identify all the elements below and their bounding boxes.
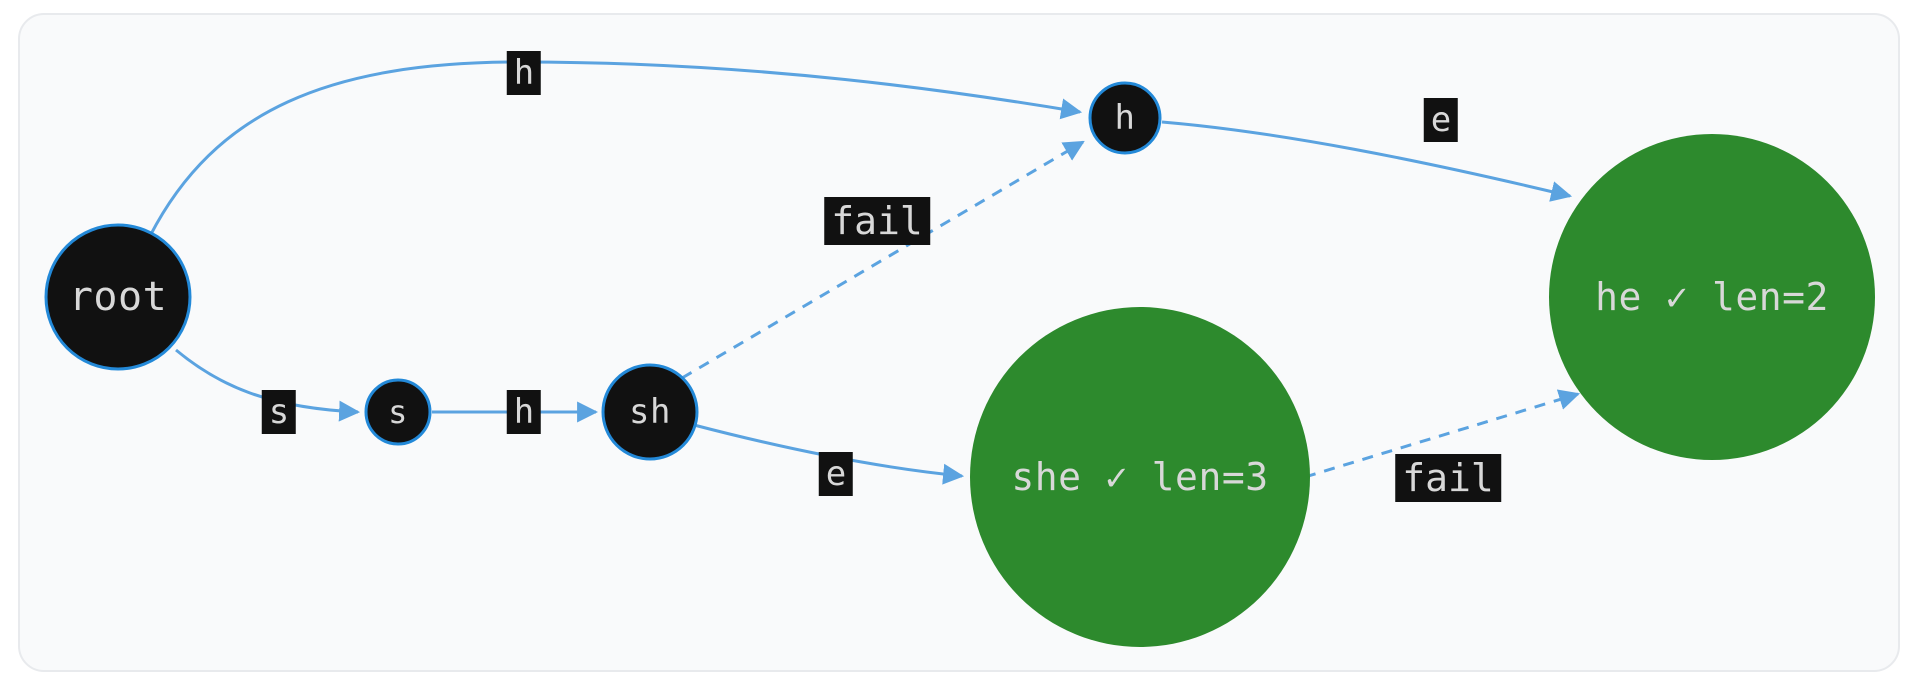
node-she[interactable] <box>970 307 1310 647</box>
edge-label-she-he-fail: fail <box>1395 454 1501 502</box>
edge-label-root-s: s <box>261 390 297 434</box>
edge-she-to-he-fail <box>1304 389 1581 479</box>
edge-label-sh-h-fail: fail <box>824 197 930 245</box>
node-root[interactable] <box>44 223 192 371</box>
edge-label-h-he: e <box>1423 98 1459 142</box>
edges-layer <box>148 60 1581 485</box>
nodes-layer <box>44 81 1875 647</box>
edge-root-to-s <box>175 348 361 422</box>
edge-root-to-h <box>148 60 1083 237</box>
node-s[interactable] <box>364 378 432 446</box>
node-h[interactable] <box>1088 81 1162 155</box>
edge-label-root-h: h <box>506 51 542 95</box>
edge-label-s-sh: h <box>506 390 542 434</box>
node-he[interactable] <box>1549 134 1875 460</box>
edge-sh-to-h-fail <box>681 140 1085 380</box>
edge-h-to-he <box>1161 120 1573 202</box>
edge-label-sh-she: e <box>818 452 854 496</box>
node-sh[interactable] <box>601 363 699 461</box>
